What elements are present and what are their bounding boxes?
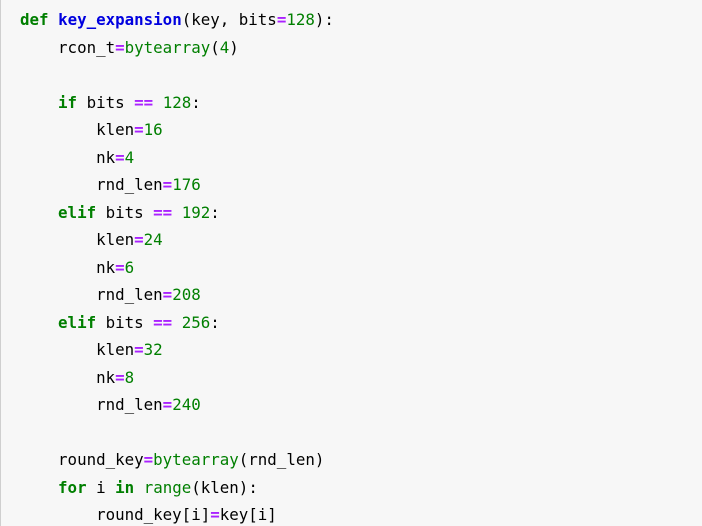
code-token-number: 240 bbox=[172, 395, 201, 414]
code-line bbox=[1, 419, 702, 447]
code-token-plain bbox=[134, 478, 144, 497]
code-token-plain: i bbox=[86, 477, 116, 497]
code-token-number: 8 bbox=[124, 367, 135, 387]
code-token-operator: = bbox=[162, 285, 173, 304]
code-token-operator: = bbox=[143, 450, 154, 469]
code-token-plain: : bbox=[210, 312, 220, 332]
code-token-plain: klen bbox=[20, 120, 135, 139]
code-line: elif bits == 256: bbox=[1, 309, 702, 337]
code-token-operator: = bbox=[162, 175, 173, 194]
code-token-keyword: elif bbox=[58, 202, 97, 222]
code-line: klen=16 bbox=[1, 116, 702, 144]
code-line: elif bits == 192: bbox=[1, 199, 702, 227]
code-token-builtin: range bbox=[143, 477, 192, 497]
code-token-number: 128 bbox=[286, 10, 315, 29]
code-token-plain bbox=[153, 93, 163, 112]
code-token-keyword: def bbox=[20, 10, 49, 29]
code-token-builtin: bytearray bbox=[124, 37, 211, 57]
code-line: nk=4 bbox=[1, 144, 702, 172]
code-line: for i in range(klen): bbox=[1, 474, 702, 502]
code-token-operator: = bbox=[134, 340, 144, 359]
code-token-operator: = bbox=[134, 120, 144, 139]
code-token-operator: == bbox=[153, 202, 173, 222]
code-token-plain: (key, bits bbox=[181, 10, 277, 29]
code-token-plain: bits bbox=[96, 202, 154, 222]
code-token-number: 128 bbox=[162, 92, 192, 112]
code-line: round_key[i]=key[i] bbox=[1, 501, 702, 526]
code-token-plain: ( bbox=[210, 37, 220, 57]
code-token-number: 6 bbox=[124, 257, 135, 277]
code-token-plain bbox=[172, 203, 182, 222]
code-token-plain: : bbox=[210, 202, 220, 222]
code-token-plain: : bbox=[191, 92, 201, 112]
code-line: rcon_t=bytearray(4) bbox=[1, 34, 702, 62]
code-token-plain: key[i] bbox=[219, 505, 277, 524]
code-token-number: 24 bbox=[143, 230, 163, 249]
code-token-operator: = bbox=[115, 257, 125, 277]
code-token-funcname: key_expansion bbox=[58, 10, 182, 29]
code-token-plain bbox=[20, 313, 58, 332]
code-token-plain: ): bbox=[314, 10, 334, 29]
code-token-plain: rnd_len bbox=[20, 175, 163, 194]
code-token-keyword: if bbox=[58, 92, 78, 112]
code-line: rnd_len=176 bbox=[1, 171, 702, 199]
code-token-number: 208 bbox=[172, 285, 201, 304]
code-token-plain: nk bbox=[20, 367, 116, 387]
python-source-code[interactable]: def key_expansion(key, bits=128): rcon_t… bbox=[1, 6, 702, 526]
code-token-plain: ) bbox=[229, 37, 239, 57]
code-line bbox=[1, 61, 702, 89]
code-token-plain: nk bbox=[20, 147, 116, 167]
code-token-plain bbox=[20, 478, 58, 497]
code-token-plain bbox=[20, 93, 58, 112]
code-token-plain: round_key bbox=[20, 450, 144, 469]
code-token-number: 4 bbox=[219, 37, 230, 57]
code-token-plain: klen bbox=[20, 340, 135, 359]
code-line: nk=6 bbox=[1, 254, 702, 282]
code-token-plain: nk bbox=[20, 257, 116, 277]
code-token-plain: rcon_t bbox=[20, 37, 116, 57]
code-token-plain bbox=[20, 203, 58, 222]
code-line: if bits == 128: bbox=[1, 89, 702, 117]
code-token-number: 192 bbox=[181, 202, 211, 222]
code-token-number: 32 bbox=[143, 340, 163, 359]
code-token-keyword: elif bbox=[58, 312, 97, 332]
code-token-operator: == bbox=[134, 92, 154, 112]
code-token-plain: bits bbox=[96, 312, 154, 332]
code-line: rnd_len=240 bbox=[1, 391, 702, 419]
code-token-number: 176 bbox=[172, 175, 201, 194]
code-line: klen=32 bbox=[1, 336, 702, 364]
code-token-operator: = bbox=[115, 147, 125, 167]
code-token-keyword: for bbox=[58, 477, 87, 497]
code-token-plain: rnd_len bbox=[20, 285, 163, 304]
code-token-plain: rnd_len bbox=[20, 395, 163, 414]
code-token-operator: = bbox=[276, 10, 287, 29]
code-token-number: 16 bbox=[143, 120, 163, 139]
code-line: round_key=bytearray(rnd_len) bbox=[1, 446, 702, 474]
code-line: nk=8 bbox=[1, 364, 702, 392]
code-token-number: 4 bbox=[124, 147, 135, 167]
code-token-keyword: in bbox=[115, 477, 135, 497]
code-line: def key_expansion(key, bits=128): bbox=[1, 6, 702, 34]
code-token-number: 256 bbox=[181, 312, 211, 332]
code-token-builtin: bytearray bbox=[153, 450, 239, 469]
code-token-plain: klen bbox=[20, 230, 135, 249]
code-token-plain bbox=[49, 10, 59, 29]
code-token-operator: = bbox=[115, 37, 125, 57]
code-token-operator: = bbox=[115, 367, 125, 387]
code-token-plain bbox=[172, 313, 182, 332]
code-token-operator: = bbox=[134, 230, 144, 249]
code-token-plain: bits bbox=[77, 92, 135, 112]
code-token-plain: round_key[i] bbox=[20, 505, 211, 524]
code-line: rnd_len=208 bbox=[1, 281, 702, 309]
code-token-operator: = bbox=[162, 395, 173, 414]
code-token-operator: == bbox=[153, 312, 173, 332]
code-line: klen=24 bbox=[1, 226, 702, 254]
code-token-plain: (klen): bbox=[191, 477, 258, 497]
code-token-plain: (rnd_len) bbox=[238, 450, 325, 469]
code-token-operator: = bbox=[210, 505, 220, 524]
